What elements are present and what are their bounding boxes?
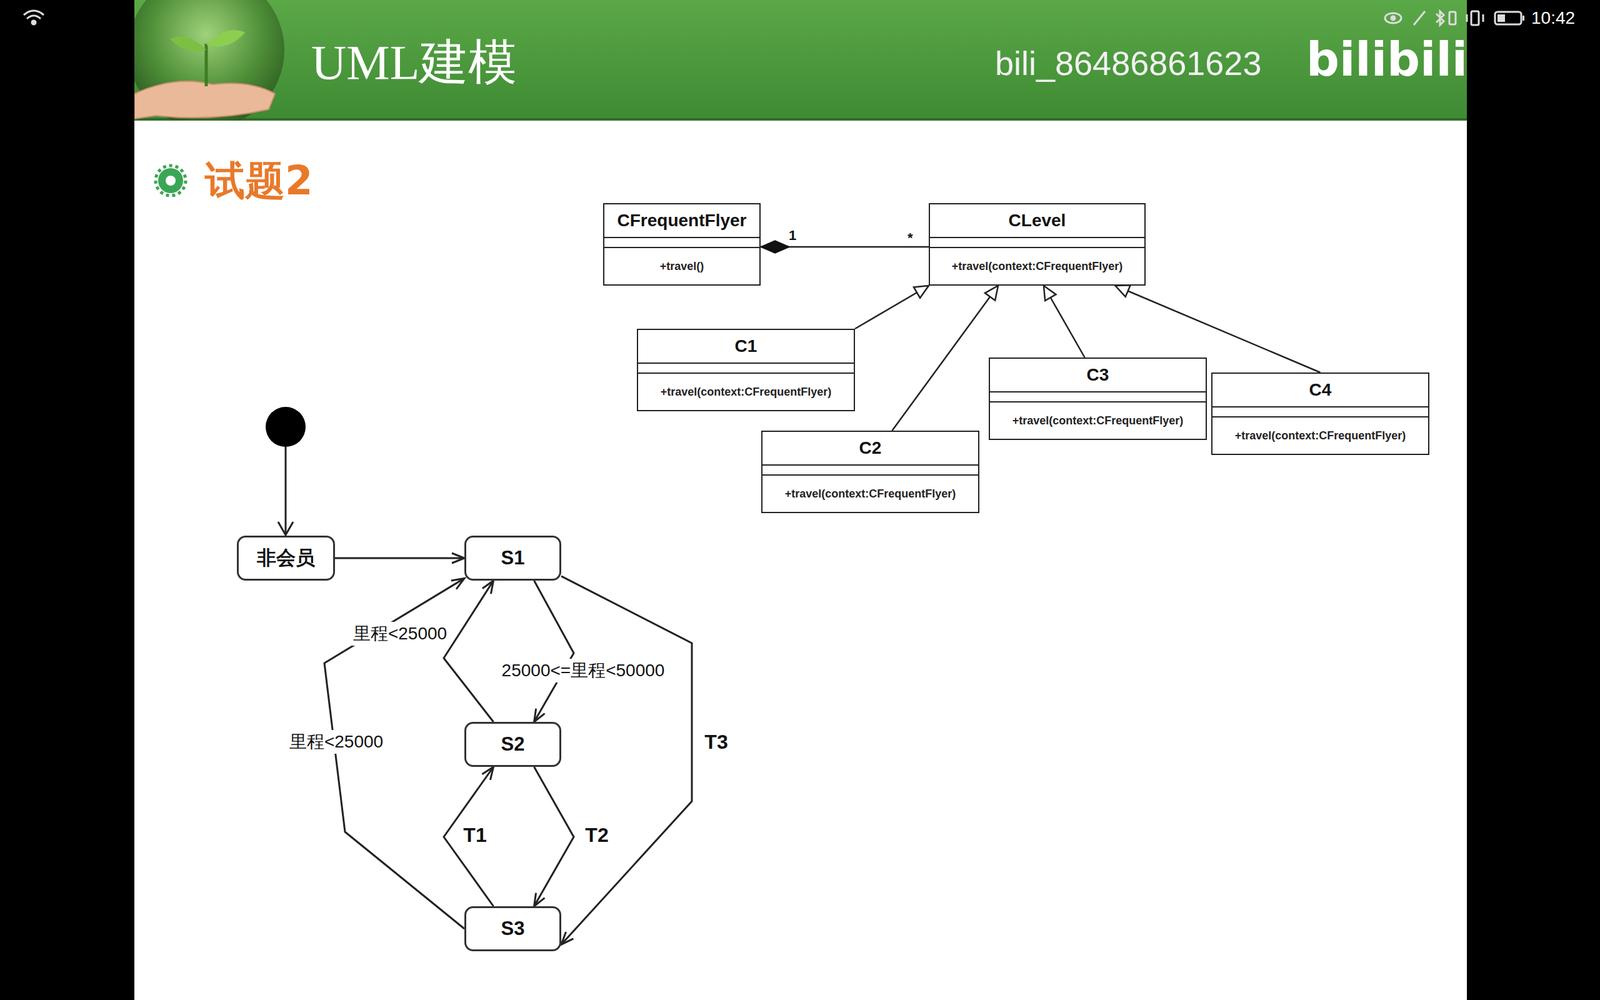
battery-icon — [1495, 11, 1522, 25]
transition-label: 里程<25000 — [286, 730, 386, 754]
bullet-hole — [165, 175, 176, 186]
arrow-head — [278, 521, 294, 535]
initial-state — [265, 406, 306, 535]
class-name: CLevel — [930, 204, 1145, 239]
transition-label: T3 — [701, 730, 730, 754]
class-box: C1 +travel(context:CFrequentFlyer) — [636, 328, 855, 412]
multiplicity: 1 — [788, 227, 797, 244]
state-name: S1 — [501, 546, 525, 570]
attribute-compartment — [930, 238, 1145, 249]
battery-level — [1497, 14, 1505, 22]
plant-photo — [134, 0, 285, 121]
bluetooth-icon — [1436, 11, 1444, 25]
generalization-line — [891, 285, 999, 431]
attribute-compartment — [604, 238, 760, 249]
banner-title: UML建模 — [311, 33, 517, 92]
status-time: 10:42 — [1531, 7, 1575, 29]
pen-icon — [1413, 11, 1425, 25]
status-icons — [23, 10, 1525, 25]
vibrate-icon — [1471, 11, 1479, 25]
wifi-icon — [31, 20, 36, 25]
slide-heading: 试题2 — [205, 157, 314, 204]
state-box: S1 — [464, 535, 562, 581]
state-name: 非会员 — [256, 545, 315, 572]
sprout-leaf — [170, 36, 207, 52]
operation: +travel(context:CFrequentFlyer) — [990, 402, 1206, 439]
transition-label: 里程<25000 — [350, 621, 450, 646]
sprout-leaf — [206, 30, 245, 47]
generalization-line — [855, 285, 929, 329]
eye-icon — [1385, 13, 1402, 24]
wifi-icon — [23, 10, 44, 15]
transition-arrow — [443, 580, 494, 722]
hand — [134, 81, 275, 119]
eye-icon — [1391, 16, 1395, 20]
state-box: 非会员 — [236, 535, 335, 581]
class-box: C2 +travel(context:CFrequentFlyer) — [761, 430, 980, 514]
bullet-icon — [155, 165, 186, 196]
multiplicity: * — [907, 230, 914, 247]
battery-tip — [1522, 15, 1525, 21]
operation: +travel(context:CFrequentFlyer) — [930, 248, 1145, 285]
transition-arrow — [561, 576, 692, 945]
attribute-compartment — [1212, 407, 1429, 418]
photo-ground — [134, 0, 285, 121]
composition-line — [760, 246, 929, 249]
bullet-teeth — [155, 165, 186, 196]
generalization-line — [1043, 285, 1085, 358]
operation: +travel(context:CFrequentFlyer) — [1212, 417, 1429, 454]
class-name: CFrequentFlyer — [604, 204, 760, 239]
state-name: S3 — [501, 917, 525, 940]
banner-edge — [134, 118, 1467, 121]
transition-label: T2 — [582, 823, 611, 847]
bullet-gear — [158, 168, 184, 194]
operation: +travel() — [604, 248, 760, 285]
banner — [134, 0, 1467, 121]
class-name: C3 — [990, 358, 1206, 393]
state-box: S2 — [464, 721, 562, 767]
class-name: C2 — [762, 431, 979, 466]
initial-dot — [265, 406, 306, 447]
attribute-compartment — [638, 363, 854, 374]
site-logo: bilibili — [1306, 31, 1468, 88]
transition-arrow — [534, 580, 574, 722]
class-name: C4 — [1212, 373, 1429, 408]
initial-transition — [285, 446, 287, 535]
slide-ground — [134, 120, 1467, 1000]
operation: +travel(context:CFrequentFlyer) — [762, 475, 979, 512]
uploader-watermark: bili_86486861623 — [995, 43, 1262, 84]
transition-label: 25000<=里程<50000 — [499, 658, 668, 683]
attribute-compartment — [762, 465, 979, 476]
state-box: S3 — [464, 906, 562, 952]
state-name: S2 — [501, 733, 525, 756]
operation: +travel(context:CFrequentFlyer) — [638, 373, 854, 410]
vibrate-icon — [1466, 14, 1484, 22]
class-name: C1 — [638, 330, 854, 364]
class-box: C4 +travel(context:CFrequentFlyer) — [1211, 372, 1430, 455]
transition-arrow — [443, 766, 494, 907]
class-box: C3 +travel(context:CFrequentFlyer) — [988, 357, 1207, 440]
transition-label: T1 — [460, 823, 489, 847]
transition-arrow — [534, 766, 574, 907]
class-box: CFrequentFlyer +travel() — [603, 203, 761, 286]
attribute-compartment — [990, 392, 1206, 403]
class-box: CLevel +travel(context:CFrequentFlyer) — [928, 203, 1146, 286]
sim-icon — [1449, 11, 1456, 25]
transition-arrow — [335, 557, 465, 560]
wifi-icon — [26, 15, 41, 19]
